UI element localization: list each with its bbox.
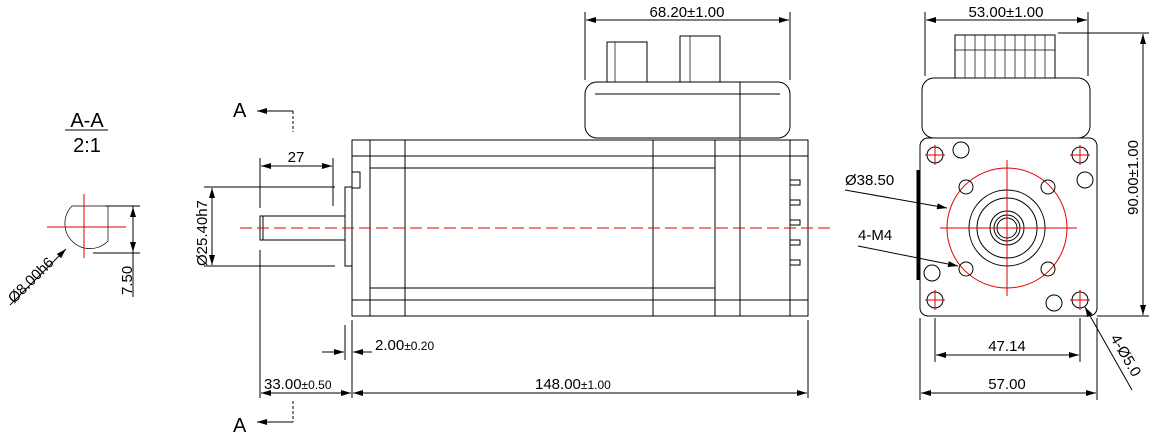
leader-line [844,189,948,210]
shaft-total-dim: 33.00±0.50 [264,376,332,393]
mount-holes [925,145,1090,310]
leader-line [857,245,959,267]
m4-hole [1040,261,1056,277]
driver-width-dim: 68.20±1.00 [650,4,725,21]
screw-icon [1045,294,1063,312]
total-height-dim: 90.00±1.00 [1125,140,1142,215]
body-length-dim: 148.00±1.00 [535,376,611,393]
shaft-section [64,205,109,249]
screws [923,141,1094,312]
dim-tolerance: ±0.50 [302,378,332,392]
flat-dim: 7.50 [119,266,136,295]
shaft-length-dim: 27 [288,149,305,166]
tapped-holes-label: 4-M4 [858,227,892,244]
dim-value: 148.00 [535,376,581,393]
leader-line [9,248,67,306]
m4-hole [958,261,974,277]
diameter-dim: Ø8.00h6 [5,254,58,307]
dim-value: 2.00 [375,337,404,354]
pilot-height-dim: 2.00±0.20 [375,337,434,354]
front-view: 53.00±1.00 90.00±1.00 Ø38.50 4-M4 47.14 … [844,4,1149,400]
flange-width-dim: 57.00 [988,376,1026,393]
connector-1 [606,41,648,83]
screw-icon [923,264,941,282]
pilot [344,186,353,267]
dim-value: 33.00 [264,376,302,393]
hole-spacing-dim: 47.14 [988,338,1026,355]
driver-box-front [921,77,1091,139]
section-title: A-A [70,110,104,132]
m4-hole [958,179,974,195]
section-marks: A A [233,100,294,437]
driver-box [584,81,791,139]
hole-centers [925,145,1090,310]
screw-icon [952,141,970,159]
heatsink-fins [790,179,801,266]
pilot-diameter-dim: Ø25.40h7 [194,200,211,266]
section-view: A-A 2:1 7.50 Ø8.00h6 [5,110,140,307]
leader-line [1084,306,1133,391]
screw-icon [1076,171,1094,189]
terminal-pins [955,35,1055,78]
m4-hole [1040,179,1056,195]
key [351,171,361,189]
bolt-circle-dim: Ø38.50 [845,172,894,189]
flange [919,137,1098,317]
connector-2 [679,35,721,83]
tapped-holes [958,179,1056,277]
section-mark-top: A [233,100,247,122]
front-driver-width-dim: 53.00±1.00 [969,4,1044,21]
dim-tolerance: ±1.00 [581,378,611,392]
dim-tolerance: ±0.20 [404,339,434,353]
section-scale: 2:1 [73,135,101,157]
section-mark-bottom: A [233,415,247,437]
side-view: 68.20±1.00 27 Ø25.40h7 2.00±0.20 33.00±0… [194,4,830,398]
